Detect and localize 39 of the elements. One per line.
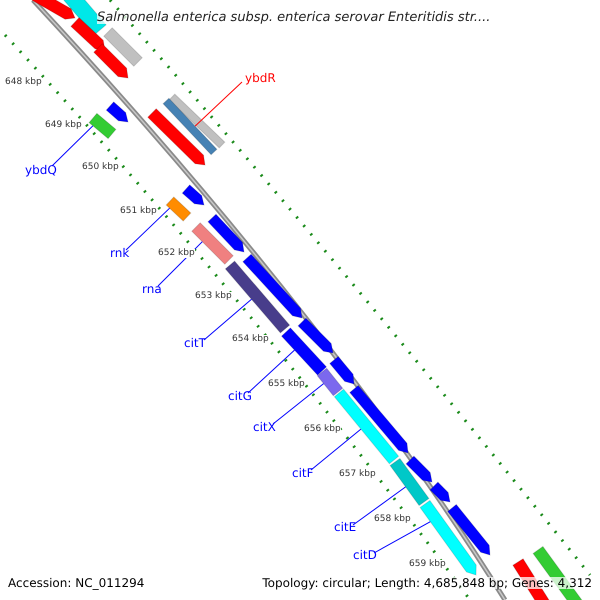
gene-label: citX <box>253 421 276 433</box>
scale-label: 659 kbp <box>409 560 446 569</box>
scale-label: 652 kbp <box>158 249 195 258</box>
scale-label: 649 kbp <box>45 121 82 130</box>
gene-label: citE <box>334 521 356 533</box>
accession-text: Accession: NC_011294 <box>8 577 144 589</box>
gene-feature <box>88 112 117 140</box>
scale-label: 653 kbp <box>195 292 232 301</box>
scale-label: 650 kbp <box>82 163 119 172</box>
leader-line <box>248 350 295 394</box>
gene-feature <box>280 327 328 376</box>
leader-line <box>194 82 242 127</box>
gene-feature <box>316 368 344 396</box>
leader-line <box>52 125 94 166</box>
leader-line <box>126 208 170 250</box>
scale-label: 648 kbp <box>5 78 42 87</box>
gene-label: citD <box>353 549 377 561</box>
gene-label: ybdR <box>245 72 276 84</box>
diagram-title: Salmonella enterica subsp. enterica serovar Enteritidis str.... <box>97 11 490 24</box>
leader-line <box>374 521 431 554</box>
scale-label: 655 kbp <box>268 380 305 389</box>
scale-label: 657 kbp <box>339 470 376 479</box>
scale-label: 658 kbp <box>374 515 411 524</box>
gene-feature <box>389 458 430 506</box>
gene-feature <box>162 98 218 156</box>
gene-label: rnk <box>110 247 130 259</box>
leader-line <box>204 298 252 340</box>
scale-label: 654 kbp <box>232 335 269 344</box>
gene-feature <box>166 196 192 222</box>
leader-line <box>310 428 362 470</box>
scale-label: 651 kbp <box>120 207 157 216</box>
leader-line <box>352 486 406 526</box>
leader-line <box>272 383 324 424</box>
gene-label: citT <box>184 337 206 349</box>
gene-label: rna <box>142 283 162 295</box>
scale-label: 656 kbp <box>304 425 341 434</box>
gene-label: citG <box>228 390 252 402</box>
gene-label: ybdQ <box>25 164 57 176</box>
gene-label: citF <box>292 467 314 479</box>
